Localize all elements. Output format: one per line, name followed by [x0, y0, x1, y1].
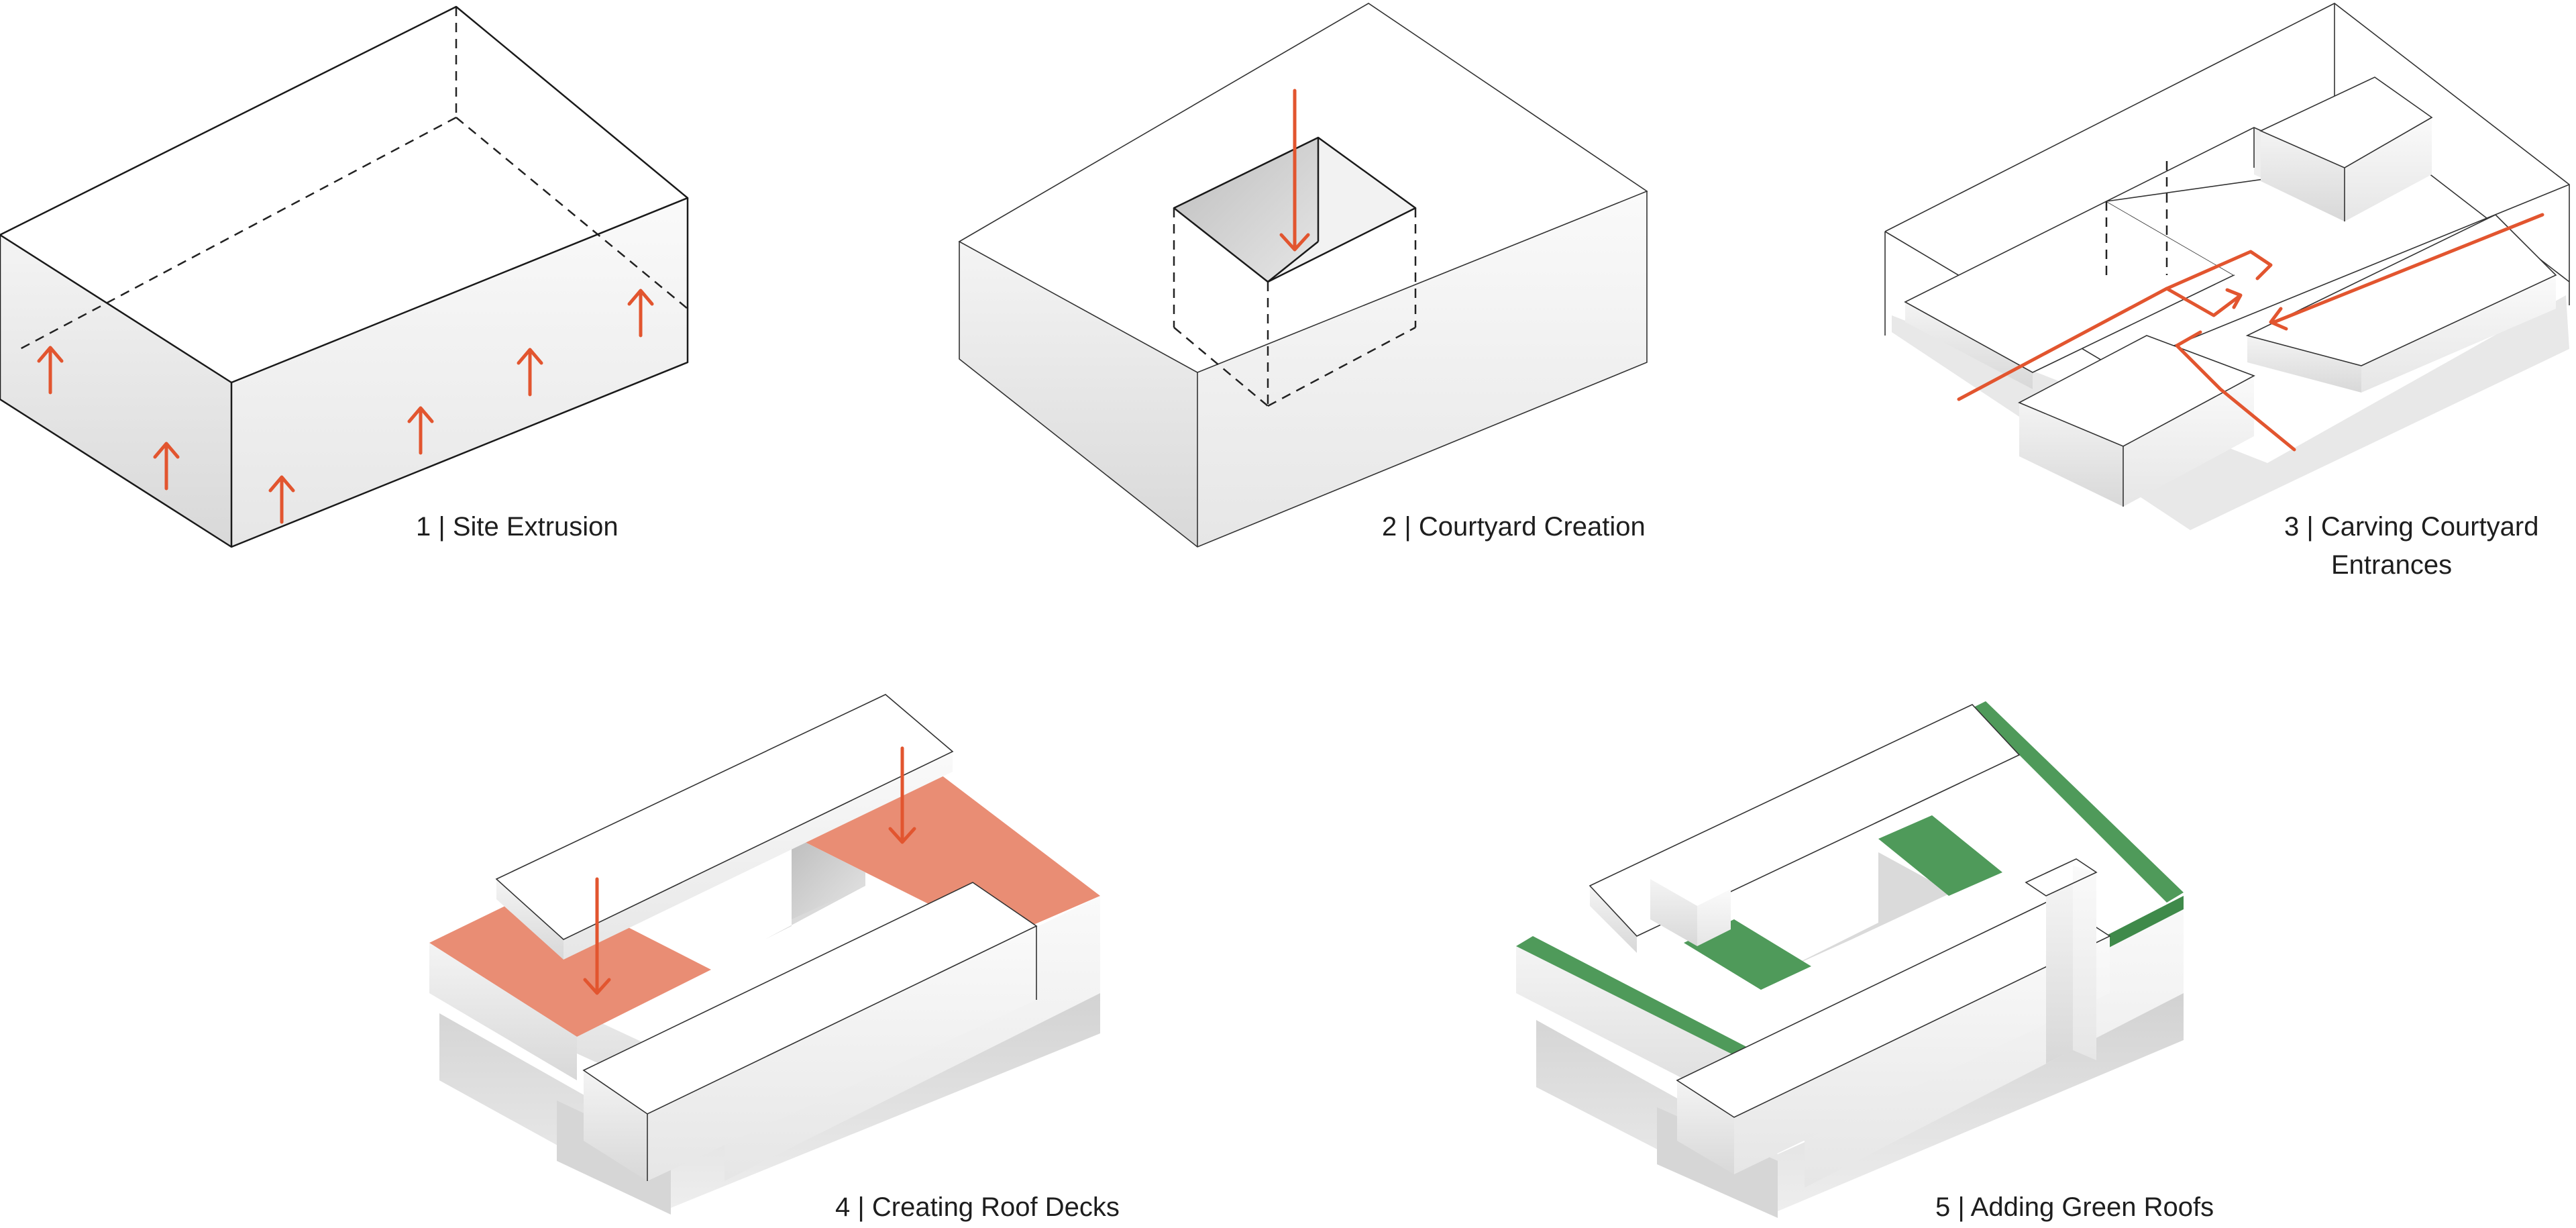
arrow-down-icon — [1279, 89, 1310, 252]
caption-step2: 2 | Courtyard Creation — [1382, 512, 1646, 542]
box2-right-face — [1197, 191, 1647, 547]
caption-step1: 1 | Site Extrusion — [416, 512, 619, 542]
caption-step4: 4 | Creating Roof Decks — [835, 1192, 1120, 1222]
box1-hidden-edges — [19, 7, 688, 350]
step1-site-extrusion: 1 | Site Extrusion — [0, 5, 689, 548]
roof-deck-left — [429, 886, 711, 1037]
arrow-down-icon — [583, 746, 916, 995]
caption-step3-line2: Entrances — [2331, 550, 2452, 580]
caption-step5: 5 | Adding Green Roofs — [1935, 1192, 2214, 1222]
arrow-up-icon — [37, 289, 654, 524]
courtyard-hidden-edges — [1173, 208, 1417, 407]
step2-courtyard-creation: 2 | Courtyard Creation — [958, 3, 1648, 548]
caption-step3-line1: 3 | Carving Courtyard — [2284, 512, 2538, 542]
step4-roof-decks: 4 | Creating Roof Decks — [429, 694, 1120, 1222]
box2-left-face — [959, 242, 1197, 547]
step5-green-roofs: 5 | Adding Green Roofs — [1516, 701, 2214, 1222]
green-roof-strip-right — [1878, 815, 2002, 896]
circulation-arrow-icon — [1957, 213, 2544, 452]
step3-carving-entrances: 3 | Carving Courtyard Entrances — [1884, 3, 2570, 580]
green-roof-edge-right — [1972, 701, 2184, 903]
box1-left-face — [0, 235, 231, 547]
box1-right-face — [231, 198, 688, 547]
